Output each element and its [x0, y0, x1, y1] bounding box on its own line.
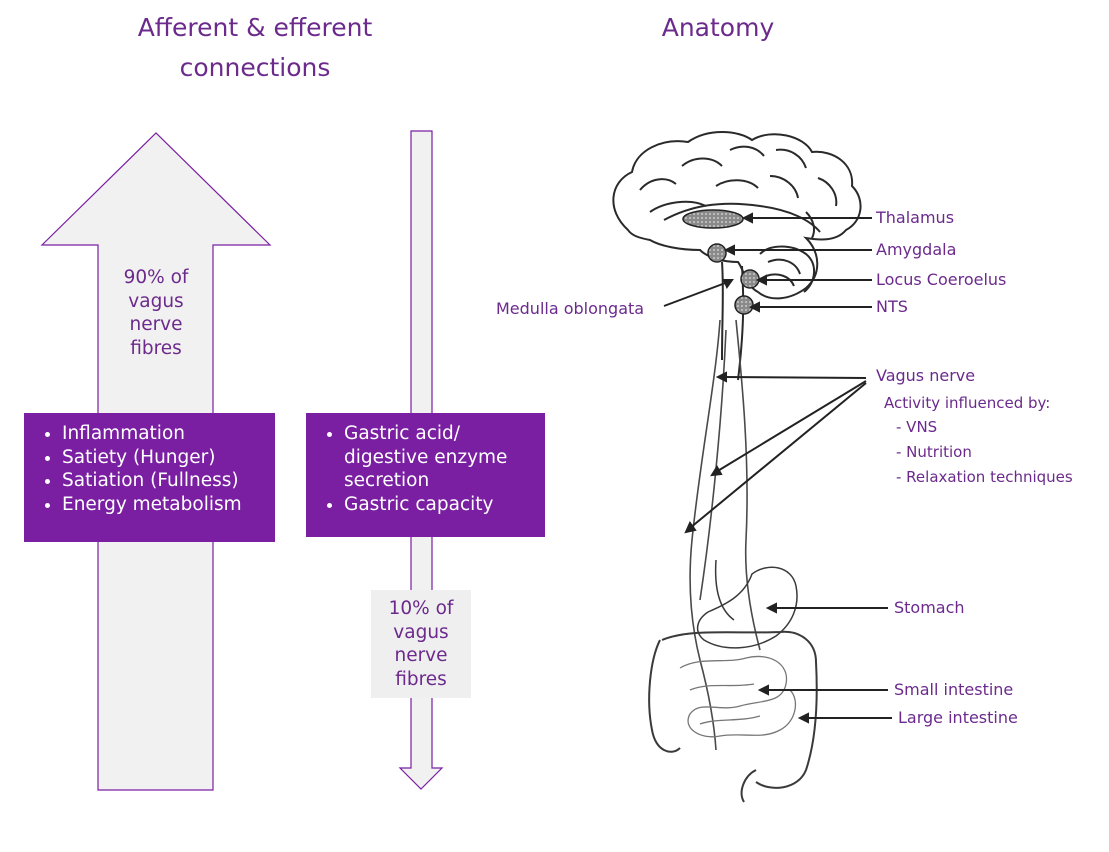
large-intestine-label: Large intestine — [898, 708, 1018, 727]
afferent-efferent-heading: Afferent & efferent connections — [137, 13, 373, 82]
anatomy-heading: Anatomy — [661, 13, 775, 42]
locus-shape — [740, 269, 760, 289]
brain-outline — [612, 131, 862, 300]
activity-label: Activity influenced by: — [884, 394, 1051, 412]
list-item: Satiety (Hunger) — [62, 446, 275, 470]
stomach-label: Stomach — [894, 598, 965, 617]
afferent-effects-box: Inflammation Satiety (Hunger) Satiation … — [24, 413, 275, 542]
small-intestine-shape — [679, 655, 797, 738]
afferent-effects-list: Inflammation Satiety (Hunger) Satiation … — [24, 422, 275, 516]
influence-item: - Nutrition — [896, 443, 972, 461]
thalamus-shape — [682, 209, 744, 229]
locus-coeroelus-label: Locus Coeroelus — [876, 270, 1007, 289]
large-intestine-shape — [648, 630, 818, 803]
list-item: Gastric capacity — [344, 493, 537, 517]
amygdala-label: Amygdala — [876, 240, 957, 259]
vagus-nerve-label: Vagus nerve — [876, 366, 976, 385]
efferent-percentage-label: 10% of vagus nerve fibres — [388, 598, 454, 690]
nts-shape — [734, 295, 754, 315]
influence-item: - VNS — [896, 418, 938, 436]
afferent-percentage-label: 90% of vagus nerve fibres — [123, 267, 189, 359]
efferent-effects-list: Gastric acid/ digestive enzyme secretion… — [306, 422, 537, 516]
stomach-shape — [696, 559, 798, 649]
list-item: Satiation (Fullness) — [62, 469, 275, 493]
medulla-oblongata-label: Medulla oblongata — [496, 299, 645, 318]
amygdala-shape — [707, 243, 727, 263]
efferent-percentage-box — [371, 590, 471, 698]
efferent-effects-box: Gastric acid/ digestive enzyme secretion… — [306, 413, 545, 537]
thalamus-label: Thalamus — [876, 208, 955, 227]
nts-label: NTS — [876, 297, 908, 316]
list-item: Energy metabolism — [62, 493, 275, 517]
list-item: Inflammation — [62, 422, 275, 446]
list-item: Gastric acid/ digestive enzyme secretion — [344, 422, 537, 493]
influence-item: - Relaxation techniques — [896, 468, 1073, 486]
small-intestine-label: Small intestine — [894, 680, 1014, 699]
